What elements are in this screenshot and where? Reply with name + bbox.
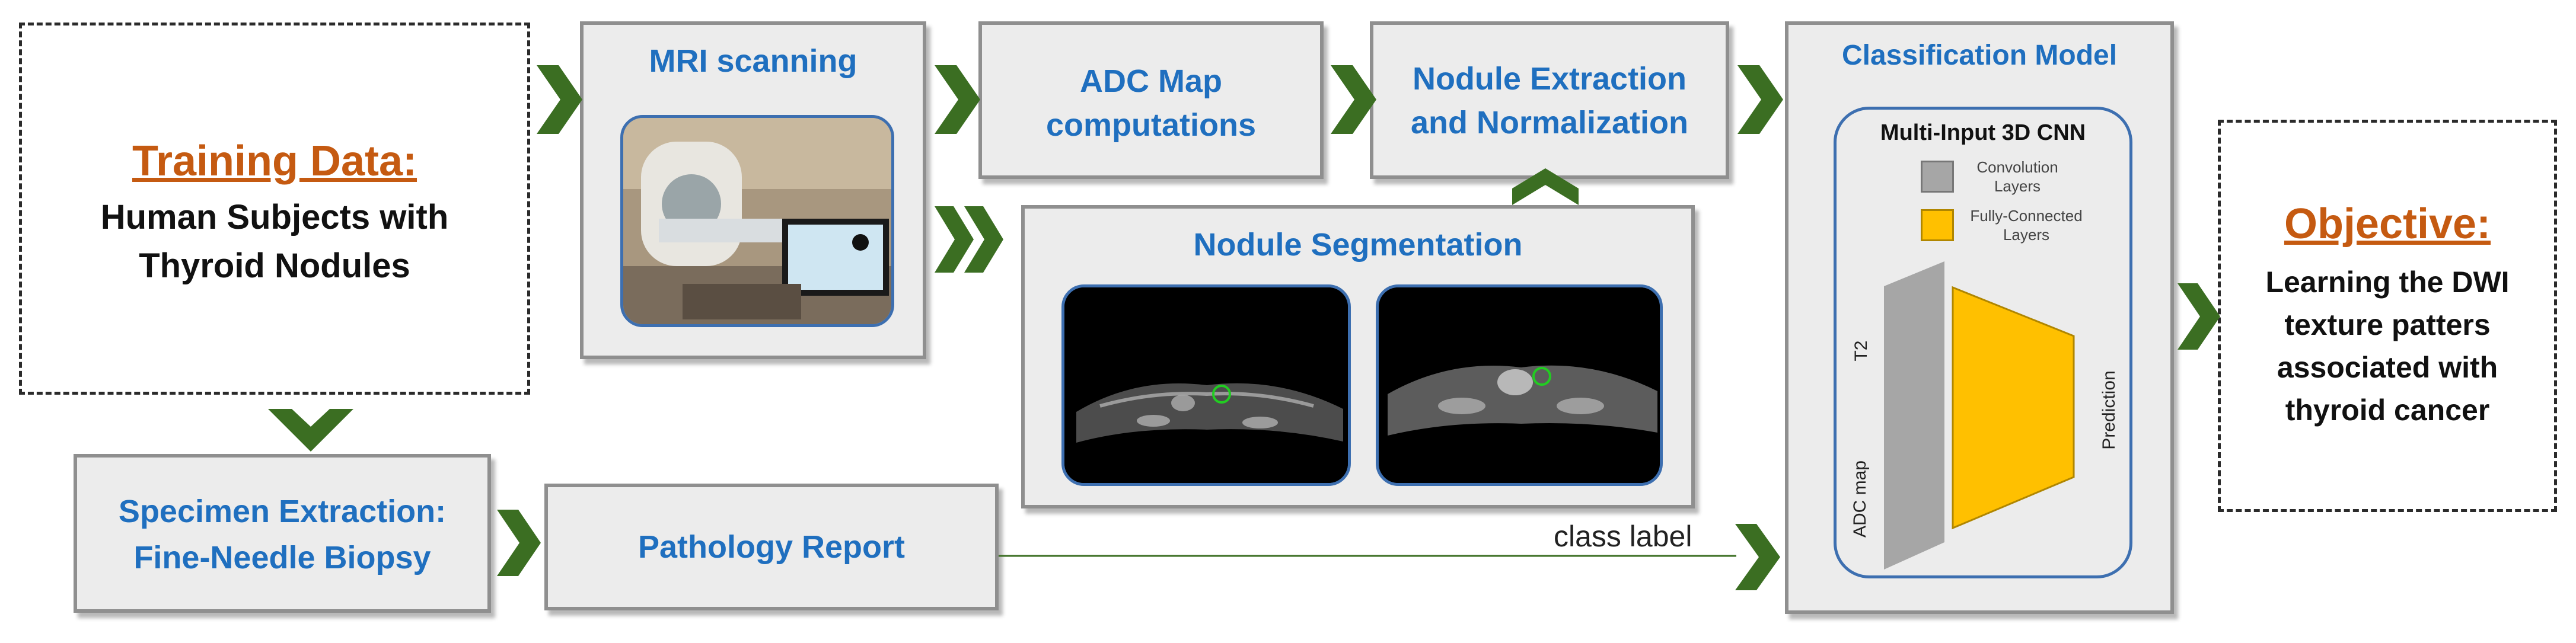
- double-arrow-right-icon: [935, 206, 974, 273]
- nodule-segmentation-box: Nodule Segmentation: [1021, 205, 1695, 508]
- legend-conv-label1: Convolution: [1976, 158, 2058, 176]
- objective-line2: texture patters: [2284, 308, 2491, 341]
- objective-line4: thyroid cancer: [2285, 394, 2490, 427]
- legend-conv-label2: Layers: [1994, 177, 2041, 195]
- classification-model-box: Classification Model Multi-Input 3D CNN …: [1785, 21, 2174, 614]
- objective-line1: Learning the DWI: [2265, 265, 2510, 299]
- arrow-up-icon: [1512, 168, 1579, 205]
- arrow-right-icon: [1331, 65, 1376, 134]
- specimen-extraction-line2: Fine-Needle Biopsy: [133, 540, 431, 575]
- pathology-report-box: Pathology Report: [544, 484, 999, 610]
- arrow-right-icon: [1735, 524, 1780, 590]
- objective-line3: associated with: [2277, 351, 2498, 384]
- cnn-architecture: [1884, 261, 2075, 570]
- training-data-line2: Thyroid Nodules: [139, 247, 410, 285]
- double-arrow-right-icon: [964, 206, 1003, 273]
- nodule-segmentation-title: Nodule Segmentation: [1193, 227, 1523, 263]
- mri-scanning-box: MRI scanning: [580, 21, 926, 359]
- classification-model-title: Classification Model: [1841, 40, 2118, 71]
- training-data-line1: Human Subjects with: [100, 198, 449, 236]
- nodule-extraction-line2: and Normalization: [1410, 105, 1689, 140]
- legend-fc-label2: Layers: [2003, 226, 2050, 244]
- nodule-extraction-box: Nodule Extraction and Normalization: [1370, 21, 1729, 179]
- objective-title: Objective:: [2284, 200, 2491, 248]
- arrow-right-icon: [497, 510, 541, 576]
- arrow-right-icon: [935, 65, 980, 134]
- training-data-box: Training Data: Human Subjects with Thyro…: [19, 23, 530, 395]
- adc-map-line1: ADC Map: [1080, 63, 1222, 99]
- arrow-right-icon: [1737, 65, 1783, 134]
- arrow-down-icon: [268, 409, 353, 452]
- segmentation-image-left: [1061, 284, 1351, 486]
- fc-block: [1952, 286, 2075, 530]
- specimen-extraction-box: Specimen Extraction: Fine-Needle Biopsy: [74, 454, 491, 613]
- legend-fc-label1: Fully-Connected: [1970, 207, 2083, 225]
- mri-scanning-title: MRI scanning: [649, 43, 857, 79]
- adc-map-line2: computations: [1045, 107, 1256, 143]
- legend-fc-swatch: [1921, 209, 1954, 241]
- objective-box: Objective: Learning the DWI texture patt…: [2218, 120, 2557, 512]
- conv-block-adc: [1884, 399, 1944, 570]
- adc-map-box: ADC Map computations: [978, 21, 1324, 179]
- class-label-text: class label: [1554, 520, 1692, 553]
- segmentation-image-right: [1376, 284, 1663, 486]
- conv-block-t2: [1884, 261, 1944, 433]
- pathology-report-title: Pathology Report: [637, 529, 905, 565]
- cnn-panel: Multi-Input 3D CNN Convolution Layers Fu…: [1834, 107, 2132, 578]
- arrow-right-icon: [537, 65, 582, 134]
- mri-scanner-photo: [620, 115, 894, 327]
- cnn-title: Multi-Input 3D CNN: [1880, 120, 2086, 145]
- training-data-title: Training Data:: [132, 137, 417, 185]
- nodule-extraction-line1: Nodule Extraction: [1412, 61, 1687, 97]
- specimen-extraction-line1: Specimen Extraction:: [118, 494, 447, 529]
- arrow-right-icon: [2178, 283, 2220, 350]
- legend-conv-swatch: [1921, 161, 1954, 193]
